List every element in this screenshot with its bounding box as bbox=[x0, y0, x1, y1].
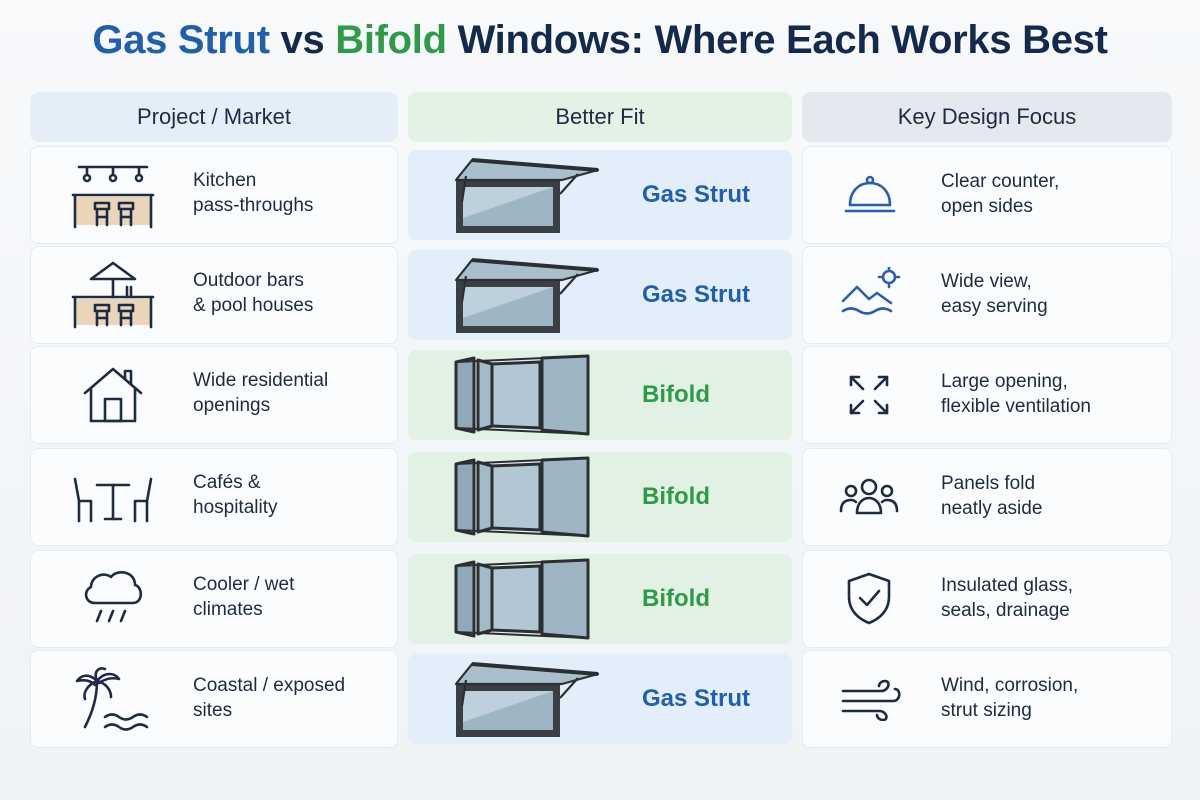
cafe-table-chairs-icon bbox=[71, 475, 155, 525]
market-label: Wide residential openings bbox=[193, 370, 329, 416]
bifold-window-icon bbox=[452, 456, 592, 538]
focus-cell: Clear counter, open sides bbox=[802, 146, 1172, 244]
wind-icon bbox=[841, 679, 903, 721]
bifold-window-icon bbox=[452, 558, 592, 640]
focus-label: Large opening, flexible ventilation bbox=[941, 371, 1091, 417]
shield-check-icon bbox=[845, 571, 893, 625]
fit-label: Bifold bbox=[642, 585, 710, 612]
fit-label: Gas Strut bbox=[642, 685, 751, 712]
focus-label: Insulated glass, seals, drainage bbox=[941, 575, 1074, 621]
focus-cell: Wind, corrosion, strut sizing bbox=[802, 650, 1172, 748]
rain-cloud-icon bbox=[81, 567, 145, 629]
palm-tree-waves-icon bbox=[75, 667, 155, 733]
expand-arrows-icon bbox=[847, 373, 891, 417]
fit-cell: Gas Strut bbox=[408, 150, 792, 240]
focus-label: Wide view, easy serving bbox=[941, 271, 1048, 317]
market-cell: Wide residential openings bbox=[30, 346, 398, 444]
page-title: Gas Strut vs Bifold Windows: Where Each … bbox=[92, 18, 1108, 62]
people-group-icon bbox=[839, 477, 899, 517]
header-key-design-focus: Key Design Focus bbox=[802, 92, 1172, 142]
focus-cell: Panels fold neatly aside bbox=[802, 448, 1172, 546]
focus-label: Panels fold neatly aside bbox=[941, 473, 1043, 519]
market-cell: Coastal / exposed sites bbox=[30, 650, 398, 748]
gas-strut-window-icon bbox=[448, 156, 604, 236]
focus-label: Wind, corrosion, strut sizing bbox=[941, 675, 1079, 721]
market-label: Kitchen pass-throughs bbox=[193, 170, 314, 216]
gas-strut-window-icon bbox=[448, 256, 604, 336]
market-label: Cafés & hospitality bbox=[193, 472, 278, 518]
focus-label: Clear counter, open sides bbox=[941, 171, 1060, 217]
house-icon bbox=[83, 365, 143, 425]
landscape-view-icon bbox=[839, 267, 903, 317]
header-better-fit: Better Fit bbox=[408, 92, 792, 142]
header-project-market: Project / Market bbox=[30, 92, 398, 142]
market-cell: Cooler / wet climates bbox=[30, 550, 398, 648]
bifold-window-icon bbox=[452, 354, 592, 436]
fit-label: Gas Strut bbox=[642, 281, 751, 308]
service-bell-icon bbox=[843, 175, 897, 217]
fit-cell: Gas Strut bbox=[408, 654, 792, 744]
fit-cell: Gas Strut bbox=[408, 250, 792, 340]
fit-label: Gas Strut bbox=[642, 181, 751, 208]
market-cell: Cafés & hospitality bbox=[30, 448, 398, 546]
fit-label: Bifold bbox=[642, 381, 710, 408]
fit-cell: Bifold bbox=[408, 554, 792, 644]
fit-label: Bifold bbox=[642, 483, 710, 510]
focus-cell: Large opening, flexible ventilation bbox=[802, 346, 1172, 444]
market-label: Outdoor bars & pool houses bbox=[193, 270, 314, 316]
outdoor-bar-umbrella-icon bbox=[71, 259, 155, 331]
kitchen-counter-icon bbox=[71, 161, 155, 231]
fit-cell: Bifold bbox=[408, 350, 792, 440]
fit-cell: Bifold bbox=[408, 452, 792, 542]
focus-cell: Wide view, easy serving bbox=[802, 246, 1172, 344]
market-label: Coastal / exposed sites bbox=[193, 675, 346, 721]
gas-strut-window-icon bbox=[448, 660, 604, 740]
market-cell: Outdoor bars & pool houses bbox=[30, 246, 398, 344]
market-label: Cooler / wet climates bbox=[193, 574, 295, 620]
market-cell: Kitchen pass-throughs bbox=[30, 146, 398, 244]
focus-cell: Insulated glass, seals, drainage bbox=[802, 550, 1172, 648]
